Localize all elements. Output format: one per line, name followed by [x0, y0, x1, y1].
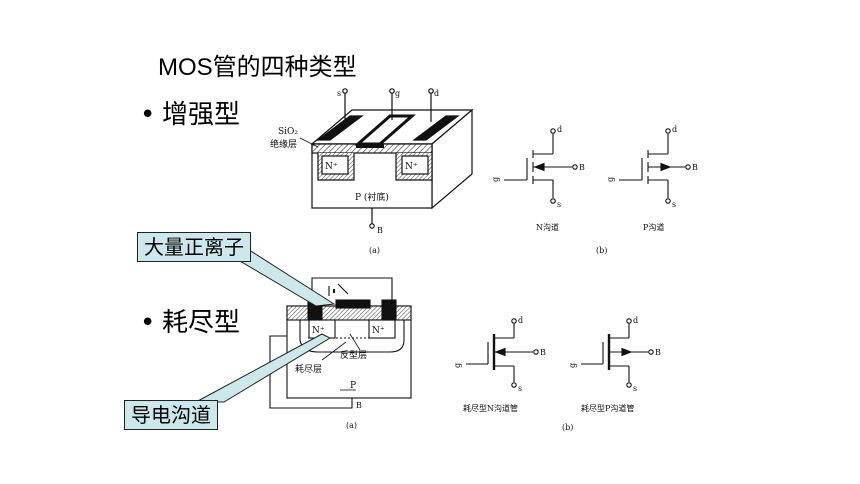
symbol-dep-p-channel — [581, 318, 654, 388]
enh-n-caption: N沟道 — [536, 222, 559, 232]
callout-positive-ions: 大量正离子 — [137, 232, 251, 262]
dep-p-caption: 耗尽型P沟道管 — [581, 403, 634, 413]
enh-p-d: d — [672, 125, 677, 134]
dep-fig-b-label: (b) — [562, 423, 573, 432]
enh-p-g: g — [606, 177, 615, 182]
bullet-depletion-label: 耗尽型 — [162, 308, 241, 338]
enh-s-label: s — [337, 89, 341, 98]
dep-p-label: P — [350, 381, 356, 391]
dep-p-b: B — [655, 348, 661, 357]
dep-n-s: s — [518, 384, 522, 393]
enh-fig-b-label: (b) — [596, 246, 607, 255]
oxide-label-line1: SiO₂ — [278, 127, 298, 137]
enh-n-drain-label: N⁺ — [405, 162, 418, 172]
dep-n-drain-label: N⁺ — [372, 326, 385, 336]
dep-b-label: B — [356, 401, 362, 410]
enh-n-g: g — [491, 177, 500, 182]
enh-n-s: s — [557, 200, 561, 209]
bullet-depletion: •耗尽型 — [140, 308, 241, 338]
dep-n-d: d — [518, 316, 523, 325]
enh-p-b: B — [692, 163, 698, 172]
enh-fig-a-label: (a) — [369, 246, 380, 255]
dep-n-source-label: N⁺ — [312, 326, 325, 336]
slide-title: MOS管的四种类型 — [158, 54, 357, 81]
dep-p-s: s — [633, 384, 637, 393]
symbol-enh-n-channel — [504, 128, 578, 204]
enh-d-label: d — [434, 89, 439, 98]
enh-n-d: d — [557, 125, 562, 134]
enh-b-label: B — [377, 226, 383, 235]
enh-n-b: B — [579, 163, 585, 172]
dep-p-d: d — [633, 316, 638, 325]
enh-p-caption: P沟道 — [643, 222, 664, 232]
dep-n-caption: 耗尽型N沟道管 — [463, 403, 518, 413]
dep-n-g: g — [453, 363, 462, 368]
inversion-layer-label: 反型层 — [340, 350, 367, 361]
symbol-dep-n-channel — [466, 318, 539, 388]
oxide-label-line2: 绝缘层 — [270, 138, 297, 150]
enhancement-structure — [299, 88, 474, 229]
enh-g-label: g — [395, 89, 400, 98]
substrate-label: P (衬底) — [355, 191, 389, 203]
dep-p-g: g — [568, 363, 577, 368]
dep-n-b: B — [540, 348, 546, 357]
callout-channel: 导电沟道 — [124, 400, 218, 430]
depletion-layer-label: 耗尽层 — [295, 364, 322, 375]
enh-p-s: s — [672, 200, 676, 209]
depletion-structure — [269, 277, 412, 409]
bullet-enhancement-label: 增强型 — [162, 100, 241, 130]
symbol-enh-p-channel — [619, 128, 691, 204]
enh-n-source-label: N⁺ — [325, 162, 338, 172]
dep-fig-a-label: (a) — [346, 421, 357, 430]
bullet-enhancement: •增强型 — [140, 100, 241, 130]
